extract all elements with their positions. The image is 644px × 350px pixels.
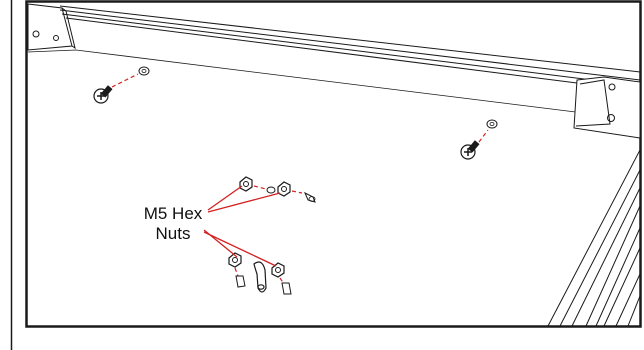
washer-icon xyxy=(486,119,498,129)
washer-icon xyxy=(281,282,292,295)
top-rail xyxy=(27,5,641,121)
washer-icon xyxy=(266,186,276,194)
screw-icon xyxy=(460,140,480,160)
screw-icon xyxy=(93,85,113,104)
frame-border xyxy=(25,0,642,328)
leader-line xyxy=(111,73,139,88)
leader-line xyxy=(279,277,285,285)
leader-line xyxy=(253,185,267,190)
hex-nut-icon xyxy=(271,262,285,278)
leader-line xyxy=(234,267,239,277)
side-rail xyxy=(547,149,641,327)
washer-icon xyxy=(235,275,246,288)
left-bracket xyxy=(27,3,76,51)
grounding-lug-icon xyxy=(253,261,267,293)
hex-nuts-label: M5 Hex Nuts xyxy=(138,204,208,244)
hex-nuts-label-line1: M5 Hex xyxy=(143,204,203,223)
leader-line xyxy=(291,190,303,194)
right-bracket xyxy=(573,76,641,139)
hex-nut-icon xyxy=(228,252,242,268)
hex-nut-icon xyxy=(239,176,253,192)
washer-icon xyxy=(138,66,150,76)
callout-leaders xyxy=(203,185,281,267)
leader-line xyxy=(478,129,489,143)
hex-nuts-label-line2: Nuts xyxy=(155,224,191,243)
washer-icon xyxy=(304,191,316,203)
